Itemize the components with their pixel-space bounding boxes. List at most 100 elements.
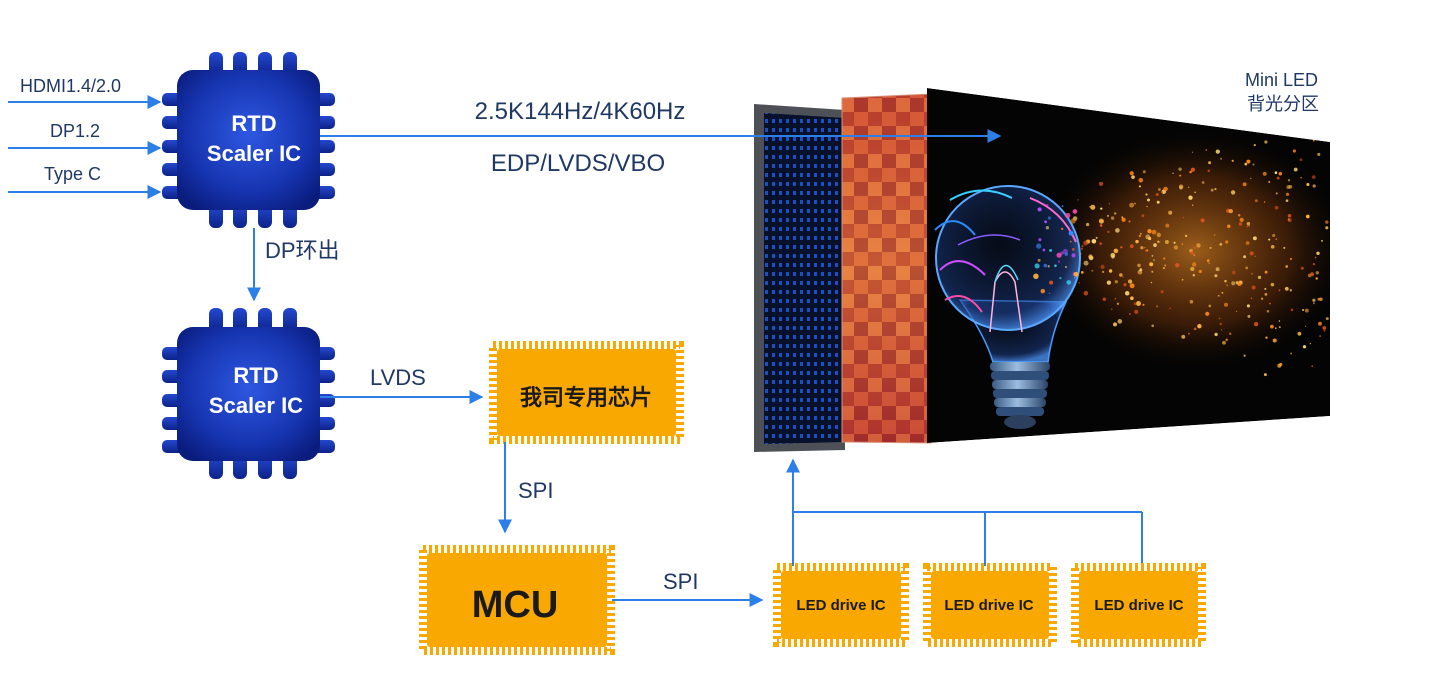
spark-particle: [1254, 255, 1256, 257]
spark-particle: [1189, 299, 1194, 304]
spark-particle: [1268, 238, 1271, 241]
spark-particle: [1214, 274, 1218, 278]
spark-glow: [1035, 125, 1330, 375]
chip-pins: [419, 545, 615, 655]
spark-particle: [1151, 255, 1154, 257]
spark-particle: [1287, 118, 1291, 122]
spark-particle: [1208, 262, 1210, 264]
spark-particle: [1305, 214, 1310, 219]
spark-particle: [1323, 329, 1326, 332]
led-driver-label: LED drive IC: [796, 597, 885, 614]
spark-particle: [1315, 271, 1320, 275]
mcu-chip: MCU: [419, 545, 615, 655]
spark-particle: [1207, 169, 1211, 173]
spark-particle: [1137, 263, 1141, 268]
led-driver-bus: [786, 458, 1143, 566]
spark-particle: [1266, 309, 1270, 313]
spark-particle: [1194, 191, 1196, 193]
spark-particle: [1163, 257, 1166, 260]
spark-particle: [1276, 176, 1280, 180]
spark-particle: [1262, 171, 1267, 176]
spark-particle: [1251, 272, 1253, 275]
spark-particle: [1114, 212, 1117, 215]
spark-particle: [1227, 224, 1231, 228]
led-driver-label: LED drive IC: [1094, 597, 1183, 614]
spark-particle: [1268, 181, 1271, 183]
spark-particle: [1219, 322, 1223, 326]
spark-particle: [1184, 234, 1188, 238]
spark-particle: [1061, 205, 1064, 208]
spark-particle: [1101, 270, 1105, 274]
spark-particle: [1264, 140, 1268, 144]
spark-particle: [1068, 230, 1074, 236]
chip-label-line2: Scaler IC: [207, 141, 301, 166]
chip-pins: [489, 341, 684, 444]
spark-particle: [1140, 246, 1144, 250]
spark-particle: [1181, 243, 1184, 245]
spark-particle: [1114, 280, 1118, 284]
spark-particle: [1232, 270, 1236, 275]
spark-particle: [1264, 270, 1268, 274]
spark-particle: [1310, 272, 1315, 277]
spark-particle: [1248, 225, 1250, 227]
spark-particle: [1159, 241, 1161, 243]
led-driver-ic-3: LED drive IC: [1071, 563, 1206, 647]
spark-particle: [1292, 149, 1296, 153]
spark-particle: [1060, 251, 1064, 255]
color-fiber: [949, 189, 1013, 201]
spark-particle: [1100, 220, 1103, 223]
spark-particle: [1325, 317, 1329, 321]
spark-particle: [1100, 207, 1103, 210]
spark-particle: [1059, 276, 1062, 280]
spark-particle: [1198, 269, 1202, 274]
spark-particle: [1230, 190, 1236, 195]
spark-particle: [1090, 204, 1096, 210]
screw-ring: [996, 407, 1044, 416]
spark-particle: [1289, 257, 1293, 261]
spark-particle: [1214, 332, 1218, 337]
chip-body: [497, 349, 676, 436]
spark-particle: [1231, 281, 1236, 286]
spark-particle: [1164, 264, 1167, 267]
spark-particle: [1312, 262, 1316, 266]
chip-body: [1079, 571, 1198, 639]
spark-particle: [1205, 149, 1208, 151]
spark-particle: [1168, 210, 1173, 215]
spark-particle: [1208, 304, 1212, 308]
lcd-panel-image: [927, 88, 1330, 443]
spark-particle: [1140, 232, 1142, 235]
spark-particle: [1264, 287, 1267, 290]
spark-particle: [1047, 265, 1050, 268]
spark-particle: [1045, 204, 1049, 207]
spark-particle: [1156, 305, 1159, 308]
spark-particle: [1095, 236, 1098, 239]
spark-particle: [1110, 252, 1116, 258]
spark-particle: [1181, 278, 1184, 281]
spark-particle: [1146, 205, 1148, 208]
spark-particle: [1081, 244, 1084, 248]
spark-particle: [1246, 159, 1251, 164]
spark-particle: [1222, 340, 1226, 345]
spark-particle: [1108, 203, 1110, 205]
input-label-typec: Type C: [44, 164, 101, 184]
spark-particle: [1314, 256, 1317, 259]
input-signals: HDMI1.4/2.0 DP1.2 Type C: [8, 76, 162, 199]
spark-particle: [1142, 170, 1146, 174]
spark-particle: [1153, 243, 1157, 247]
input-label-hdmi: HDMI1.4/2.0: [20, 76, 121, 96]
spark-particle: [1161, 191, 1164, 194]
spark-particle: [1083, 240, 1089, 246]
spark-particle: [1192, 262, 1197, 267]
spark-particle: [1151, 270, 1154, 273]
spark-particle: [1089, 205, 1092, 208]
spark-particle: [1290, 308, 1294, 312]
spark-particle: [1169, 307, 1171, 310]
spark-particle: [1299, 158, 1303, 162]
spark-particle: [1221, 329, 1223, 331]
spark-particle: [1274, 171, 1278, 174]
spark-particle: [1122, 276, 1124, 278]
spark-particle: [1034, 263, 1040, 269]
spi-label-vertical: SPI: [518, 478, 553, 503]
led-driver-ic-2: LED drive IC: [923, 563, 1057, 647]
